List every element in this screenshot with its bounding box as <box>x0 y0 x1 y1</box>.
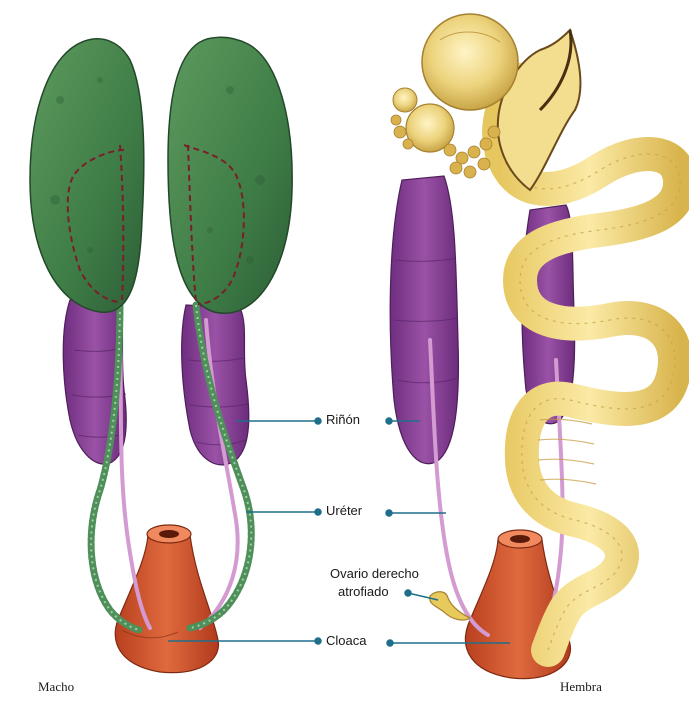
ovary-label-line1: Ovario derecho <box>330 566 419 581</box>
ureter-label: Uréter <box>326 503 362 518</box>
male-left-testis <box>30 39 144 312</box>
male-right-testis <box>168 37 292 313</box>
male-caption: Macho <box>38 679 74 695</box>
kidney-label: Riñón <box>326 412 360 427</box>
male-system <box>30 37 292 672</box>
female-caption: Hembra <box>560 679 602 695</box>
male-right-kidney <box>182 305 249 465</box>
cloaca-label: Cloaca <box>326 633 366 648</box>
ovary-label-line2: atrofiado <box>338 584 389 599</box>
female-system <box>390 14 680 679</box>
